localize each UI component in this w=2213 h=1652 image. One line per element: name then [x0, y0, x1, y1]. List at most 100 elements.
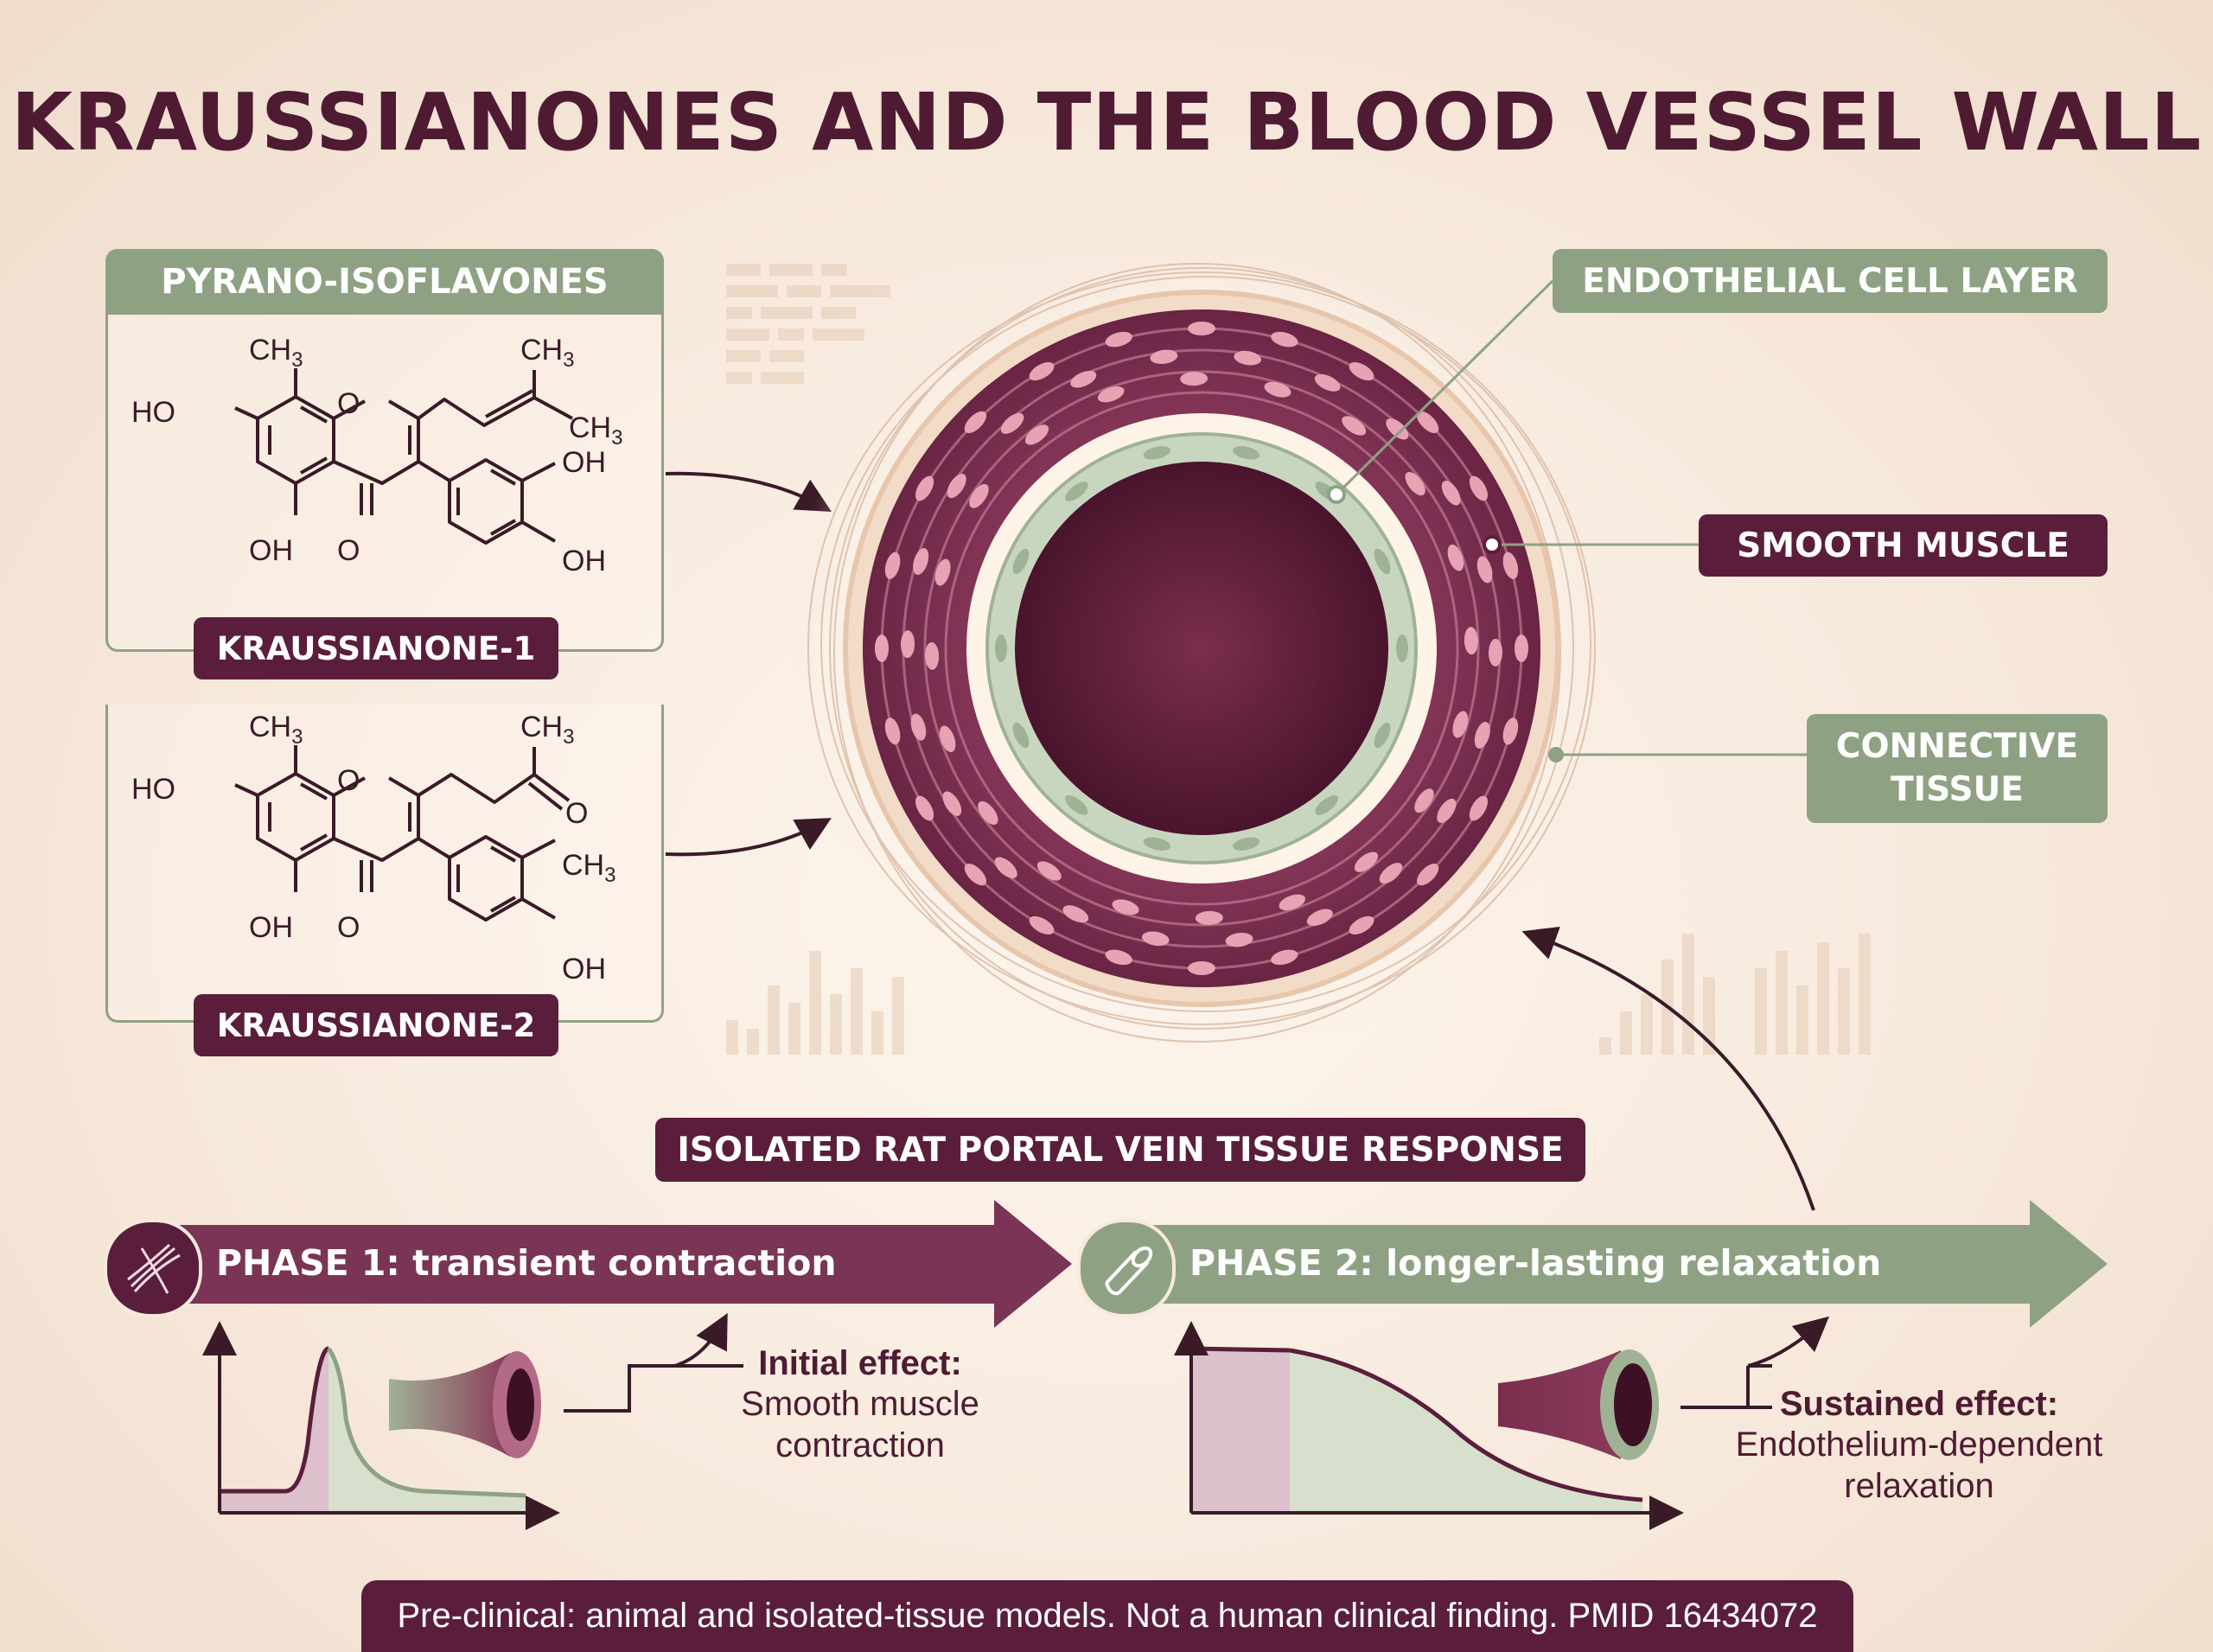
muscle-nucleus	[1342, 416, 1367, 436]
muscle-nucleus	[1515, 635, 1528, 662]
muscle-nucleus	[875, 635, 889, 662]
atom-ch3-ketone: CH3	[520, 711, 574, 749]
endothelial-layer-label: ENDOTHELIAL CELL LAYER	[1553, 249, 2108, 313]
muscle-nucleus	[1225, 933, 1253, 947]
phase1-effect-title: Initial effect:	[758, 1344, 962, 1382]
phase1-effect-line-2: contraction	[775, 1426, 945, 1464]
muscle-nucleus	[939, 725, 956, 753]
muscle-nucleus	[1097, 386, 1125, 403]
muscle-nucleus	[1349, 915, 1374, 935]
muscle-nucleus	[1112, 899, 1139, 915]
atom-oh-ring-2: OH	[562, 545, 606, 577]
phase2-effect-title: Sustained effect:	[1779, 1385, 2059, 1423]
muscle-nucleus	[1469, 475, 1489, 501]
endothelial-cell	[1143, 446, 1171, 460]
connective-tissue-label: CONNECTIVE TISSUE	[1807, 714, 2108, 823]
footer-text: Pre-clinical: animal and isolated-tissue…	[397, 1597, 1818, 1635]
phase1-label: PHASE 1: transient contraction	[216, 1242, 837, 1284]
endothelial-cell	[995, 635, 1007, 662]
muscle-nucleus	[1150, 349, 1178, 364]
muscle-nucleus	[994, 857, 1017, 878]
muscle-nucleus	[947, 474, 966, 499]
kraussianone-1-panel	[105, 249, 664, 652]
footer-disclaimer: Pre-clinical: animal and isolated-tissue…	[361, 1580, 1853, 1652]
muscle-nucleus	[1502, 552, 1519, 579]
muscle-nucleus	[1105, 331, 1132, 348]
kraussianone-2-panel	[105, 705, 664, 1023]
endothelial-cell	[1232, 837, 1260, 851]
muscle-nucleus	[1036, 861, 1062, 881]
page-title: KRAUSSIANONES AND THE BLOOD VESSEL WALL	[10, 76, 2203, 169]
connective-tissue-line-2: TISSUE	[1891, 770, 2024, 809]
muscle-nucleus	[1441, 481, 1461, 506]
phase2-effect-line-1: Endothelium-dependent	[1735, 1426, 2103, 1464]
response-banner: ISOLATED RAT PORTAL VEIN TISSUE RESPONSE	[655, 1118, 1585, 1182]
muscle-nucleus	[910, 713, 927, 741]
muscle-nucleus	[1502, 718, 1519, 745]
muscle-nucleus	[934, 558, 951, 586]
phase1-response-graph	[202, 1321, 560, 1530]
muscle-nucleus	[1188, 322, 1215, 335]
endothelial-cell	[1396, 635, 1408, 662]
muscle-nucleus	[1476, 556, 1493, 584]
vessel-tube-icon	[1077, 1219, 1176, 1317]
atom-oh-bottom: OH	[249, 911, 293, 944]
muscle-nucleus	[1354, 852, 1379, 872]
muscle-nucleus	[1437, 798, 1457, 823]
muscle-nucleus	[1488, 638, 1502, 667]
kraussianone-1-label: KRAUSSIANONE-1	[194, 617, 558, 679]
muscle-nucleus	[1416, 411, 1439, 434]
muscle-nucleus	[1349, 361, 1374, 381]
muscle-nucleus	[901, 630, 915, 659]
atom-oh-ring: OH	[562, 953, 606, 985]
atom-ho: HO	[131, 396, 175, 429]
atom-o-ring: O	[337, 387, 360, 420]
endothelial-cell	[1065, 482, 1088, 501]
muscle-nucleus	[1447, 544, 1464, 571]
muscle-fiber-icon	[104, 1219, 202, 1317]
endothelial-cell	[1374, 548, 1391, 575]
muscle-nucleus	[1306, 909, 1333, 927]
atom-o-keto: O	[337, 911, 360, 944]
muscle-nucleus	[1271, 331, 1298, 348]
muscle-nucleus	[1279, 894, 1306, 911]
endothelial-cell	[1065, 795, 1088, 815]
endothelial-cell	[1315, 795, 1338, 815]
atom-o-ring: O	[337, 764, 360, 797]
muscle-nucleus	[1264, 381, 1291, 398]
phase1-effect-line-1: Smooth muscle	[741, 1385, 979, 1423]
muscle-nucleus	[1405, 471, 1425, 496]
endothelial-cell	[1012, 722, 1030, 749]
muscle-nucleus	[1062, 905, 1089, 923]
class-label: PYRANO-ISOFLAVONES	[105, 249, 664, 315]
endothelial-cell	[1374, 722, 1391, 749]
muscle-nucleus	[1234, 350, 1262, 366]
vessel-cross-section	[787, 233, 1617, 1063]
muscle-nucleus	[1474, 722, 1490, 749]
muscle-nucleus	[1180, 372, 1209, 386]
atom-o-ketone: O	[565, 797, 588, 830]
muscle-nucleus	[1464, 627, 1478, 655]
muscle-nucleus	[1000, 412, 1024, 434]
atom-oh-bottom: OH	[249, 534, 293, 567]
phase2-effect: Sustained effect: Endothelium-dependent …	[1720, 1385, 2118, 1507]
smooth-muscle-label: SMOOTH MUSCLE	[1699, 514, 2108, 577]
muscle-nucleus	[1452, 711, 1469, 738]
atom-o-keto: O	[337, 534, 360, 567]
muscle-nucleus	[915, 475, 934, 501]
phase2-response-graph	[1174, 1321, 1684, 1530]
atom-oh-ring-1: OH	[562, 446, 606, 479]
muscle-nucleus	[1414, 788, 1434, 813]
muscle-nucleus	[913, 548, 929, 575]
kraussianone-1-structure: CH3 CH3 CH3 HO O OH O OH OH	[131, 334, 622, 577]
muscle-nucleus	[969, 483, 989, 508]
phase1-effect: Initial effect: Smooth muscle contractio…	[717, 1344, 1003, 1466]
muscle-nucleus	[1379, 863, 1403, 884]
muscle-nucleus	[942, 791, 962, 816]
muscle-nucleus	[978, 800, 998, 826]
muscle-nucleus	[925, 641, 940, 670]
muscle-nucleus	[1029, 915, 1055, 935]
